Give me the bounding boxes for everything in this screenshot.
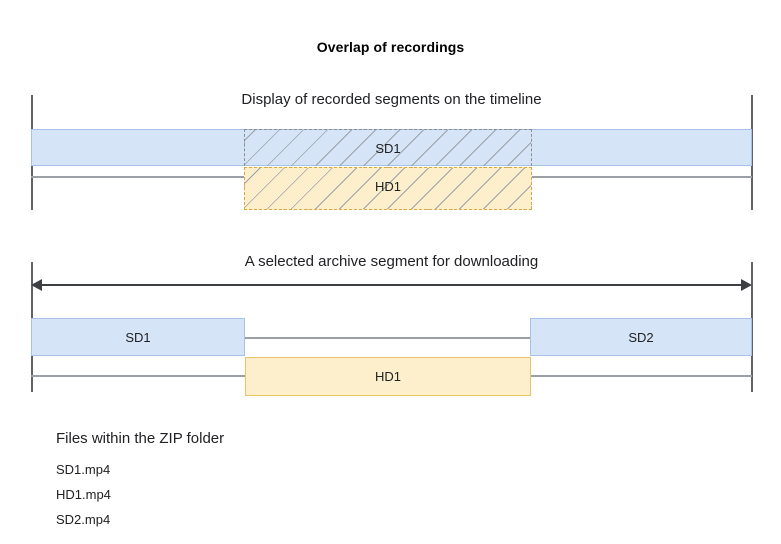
overlap-hatch-sd1 (244, 129, 532, 166)
page-title: Overlap of recordings (316, 39, 465, 55)
zip-file-item-sd2: SD2.mp4 (56, 512, 111, 527)
selection-arrow-head-right (741, 279, 752, 291)
section-caption-selected: A selected archive segment for downloadi… (244, 253, 539, 270)
segment-bar-sd2-selected[interactable] (530, 318, 752, 356)
segment-label-hd1-selected: HD1 (374, 369, 401, 384)
segment-label-sd1: SD1 (375, 141, 401, 156)
segment-label-sd1-selected: SD1 (125, 330, 151, 345)
segment-label-sd2-selected: SD2 (628, 330, 654, 345)
section-caption-recorded: Display of recorded segments on the time… (241, 91, 542, 108)
axis-tick-right-2 (751, 262, 753, 392)
axis-tick-right (751, 95, 753, 210)
segment-label-hd1: HD1 (374, 179, 401, 194)
segment-bar-hd1-selected[interactable] (245, 357, 531, 396)
selection-arrow-line (37, 284, 746, 286)
overlap-hatch-hd1[interactable] (244, 167, 532, 210)
selection-arrow-head-left (31, 279, 42, 291)
zip-file-item-hd1: HD1.mp4 (56, 487, 111, 502)
segment-bar-sd1-selected[interactable] (31, 318, 245, 356)
timeline-baseline-sd-2 (31, 337, 752, 339)
zip-file-item-sd1: SD1.mp4 (56, 462, 111, 477)
zip-file-list-heading: Files within the ZIP folder (56, 430, 225, 447)
